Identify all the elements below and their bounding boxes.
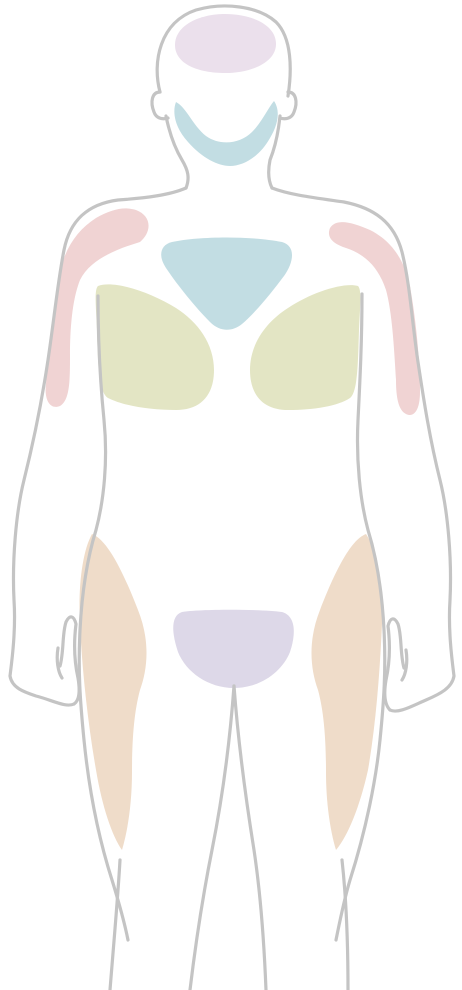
- inner-left-leg-outline: [190, 686, 234, 990]
- region-scalp: [175, 14, 276, 73]
- region-thigh-left: [80, 534, 147, 850]
- inner-right-leg-outline: [234, 686, 266, 990]
- region-jaw: [174, 101, 277, 166]
- region-flank-right: [250, 285, 360, 410]
- left-hand-outline: [57, 617, 79, 704]
- right-leg-outline: [342, 860, 348, 990]
- region-groin: [173, 610, 294, 688]
- right-hand-outline: [385, 619, 407, 710]
